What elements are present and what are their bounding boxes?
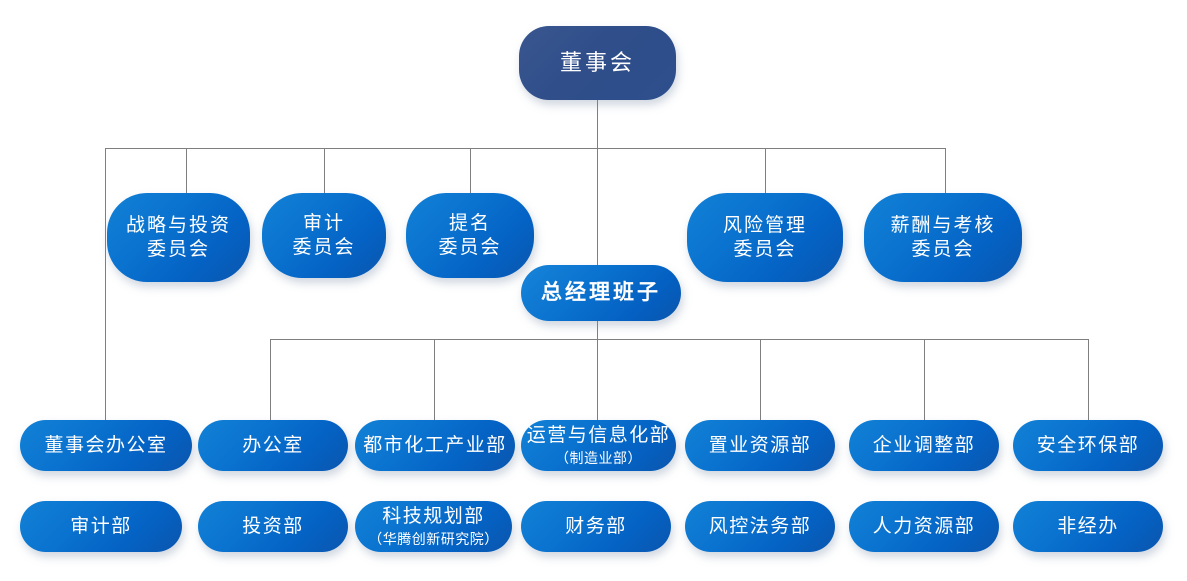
connector-drop-committee-2 — [324, 148, 325, 193]
connector-executive-stem — [597, 320, 598, 340]
connector-board-office-spine — [105, 148, 106, 420]
connector-drop-dept-1 — [270, 339, 271, 420]
connector-department-bar — [270, 339, 1089, 340]
node-dept-operations-informatization[interactable]: 运营与信息化部 （制造业部） — [521, 420, 676, 471]
connector-drop-committee-3 — [470, 148, 471, 193]
node-label: 人力资源部 — [872, 515, 976, 537]
node-label: 财务部 — [565, 515, 627, 537]
node-label: 都市化工产业部 — [363, 434, 507, 456]
node-label: 企业调整部 — [872, 434, 976, 456]
connector-drop-dept-2 — [434, 339, 435, 420]
node-label-line2: 委员会 — [733, 238, 797, 260]
node-dept-property-resources[interactable]: 置业资源部 — [685, 420, 835, 471]
connector-drop-committee-5 — [945, 148, 946, 193]
node-label-line2: 委员会 — [911, 238, 975, 260]
node-committee-audit[interactable]: 审计 委员会 — [262, 193, 386, 278]
node-dept-non-operating-office[interactable]: 非经办 — [1013, 501, 1163, 552]
node-label: 投资部 — [242, 515, 304, 537]
node-label: 非经办 — [1057, 515, 1119, 537]
node-label: 科技规划部 — [382, 506, 485, 528]
node-label-line1: 战略与投资 — [125, 214, 231, 236]
node-dept-enterprise-restructuring[interactable]: 企业调整部 — [849, 420, 999, 471]
node-sublabel: （华腾创新研究院） — [368, 530, 499, 547]
connector-committee-bar — [105, 148, 946, 149]
node-label: 安全环保部 — [1036, 434, 1140, 456]
node-general-manager-team[interactable]: 总经理班子 — [521, 265, 681, 321]
node-label-line1: 风险管理 — [722, 214, 807, 236]
connector-drop-committee-1 — [186, 148, 187, 193]
node-committee-risk-management[interactable]: 风险管理 委员会 — [687, 193, 843, 282]
node-label: 董事会办公室 — [44, 434, 168, 456]
node-dept-office[interactable]: 办公室 — [198, 420, 348, 471]
node-label: 审计部 — [70, 515, 132, 537]
node-committee-strategy-investment[interactable]: 战略与投资 委员会 — [107, 193, 250, 282]
node-dept-risk-control-legal[interactable]: 风控法务部 — [685, 501, 835, 552]
node-label: 置业资源部 — [708, 434, 812, 456]
node-label-line2: 委员会 — [146, 238, 210, 260]
connector-drop-committee-4 — [765, 148, 766, 193]
node-label: 总经理班子 — [541, 280, 661, 304]
node-dept-finance[interactable]: 财务部 — [521, 501, 671, 552]
node-dept-audit[interactable]: 审计部 — [20, 501, 182, 552]
node-committee-compensation-appraisal[interactable]: 薪酬与考核 委员会 — [864, 193, 1022, 282]
node-label: 董事会 — [559, 50, 635, 76]
connector-drop-dept-5 — [924, 339, 925, 420]
node-label: 运营与信息化部 — [526, 425, 671, 447]
connector-drop-dept-3 — [597, 339, 598, 420]
node-label-line1: 审计 — [302, 212, 345, 234]
node-label: 办公室 — [242, 434, 304, 456]
connector-root-stem — [597, 99, 598, 266]
node-dept-human-resources[interactable]: 人力资源部 — [849, 501, 999, 552]
node-dept-safety-environmental[interactable]: 安全环保部 — [1013, 420, 1163, 471]
node-label-line1: 薪酬与考核 — [890, 214, 996, 236]
node-dept-investment[interactable]: 投资部 — [198, 501, 348, 552]
node-dept-board-office[interactable]: 董事会办公室 — [20, 420, 192, 471]
node-sublabel: （制造业部） — [555, 449, 642, 466]
connector-drop-dept-6 — [1088, 339, 1089, 420]
connector-drop-dept-4 — [760, 339, 761, 420]
node-label: 风控法务部 — [708, 515, 812, 537]
node-label-line2: 委员会 — [438, 236, 502, 258]
node-dept-urban-chemical-industry[interactable]: 都市化工产业部 — [355, 420, 515, 471]
node-dept-technology-planning[interactable]: 科技规划部 （华腾创新研究院） — [355, 501, 512, 552]
node-label-line2: 委员会 — [292, 236, 356, 258]
node-label-line1: 提名 — [448, 212, 491, 234]
node-committee-nomination[interactable]: 提名 委员会 — [406, 193, 534, 278]
node-board-of-directors[interactable]: 董事会 — [519, 26, 676, 100]
